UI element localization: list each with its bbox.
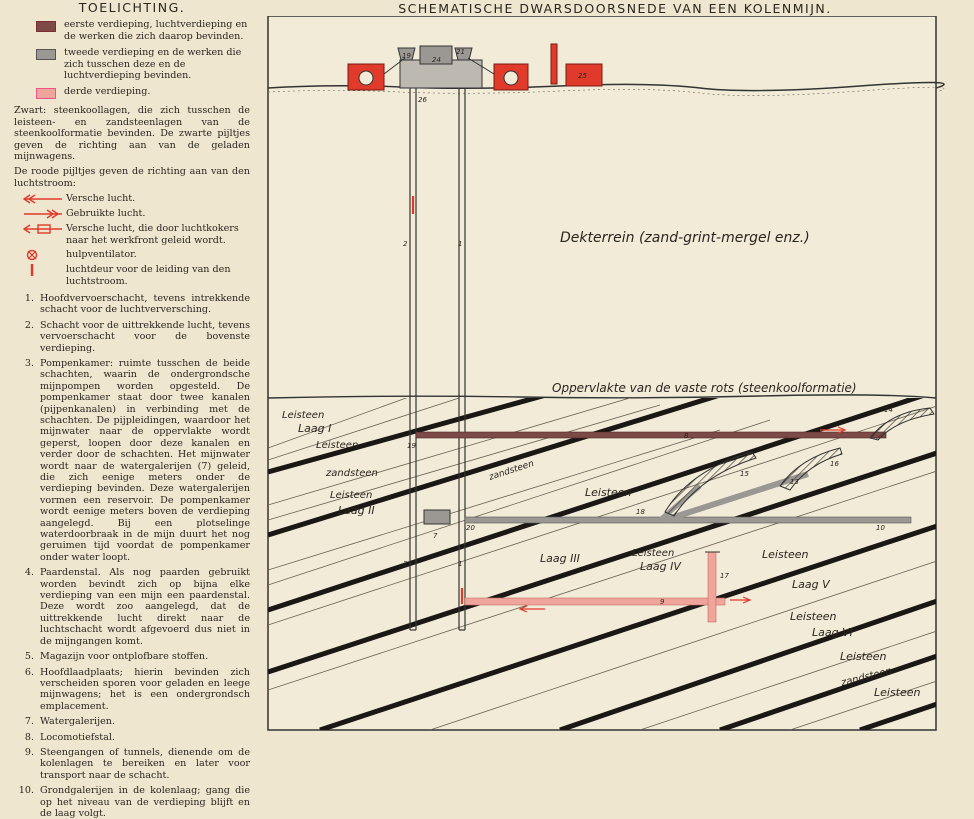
leisteen-label: Leisteen [316,440,358,451]
number-label: 17 [720,572,729,580]
laag5-label: Laag V [792,578,831,591]
legend-swatch-level2: tweede verdieping en de werken die zich … [14,47,250,81]
number-label: 14 [884,406,893,414]
list-item: 10.Grondgalerijen in de kolenlaag; gang … [14,785,250,819]
leisteen-label: Leisteen [282,410,324,421]
number-label: 1 [458,560,462,568]
number-label: 25 [578,72,587,80]
legend-panel: TOELICHTING. eerste verdieping, luchtver… [0,0,258,736]
zandsteen-label: zandsteen [325,468,378,479]
swatch-text: tweede verdieping en de werken die zich … [64,47,250,81]
list-item: 7.Watergalerijen. [14,716,250,727]
list-item: 1.Hoofdvervoerschacht, tevens intrekkend… [14,293,250,316]
laag1-label: Laag I [298,422,331,435]
fresh-air-arrow-icon [20,193,66,205]
number-label: 9 [660,598,665,606]
legend-swatch-level3: derde verdieping. [14,86,250,99]
number-label: 10 [876,524,885,532]
swatch-text: derde verdieping. [64,86,250,97]
legend-arrow-duct: Versche lucht, die door luchtkokers naar… [14,223,250,246]
fan-icon [20,249,66,261]
leisteen-label: Leisteen [632,548,674,559]
swatch-text: eerste verdieping, luchtverdieping en de… [64,19,250,42]
level2-gallery [465,517,911,523]
number-label: 16 [830,460,839,468]
list-item: 4.Paardenstal. Als nog paarden gebruikt … [14,567,250,647]
laag6-label: Laag VI [812,626,853,639]
number-label: 19 [402,52,411,60]
laag4-label: Laag IV [640,560,682,573]
number-label: 2 [403,560,408,568]
level2-swatch [36,49,56,60]
legend-air-door: luchtdeur voor de leiding van den luchts… [14,264,250,287]
number-label: 15 [740,470,749,478]
laag2-label: Laag II [338,504,375,517]
number-label: 19 [407,442,416,450]
mine-cross-section: Dekterrein (zand-grint-mergel enz.) Oppe… [260,16,974,736]
number-label: 18 [636,508,645,516]
number-label: 24 [432,56,441,64]
rock-surface-label: Oppervlakte van de vaste rots (steenkool… [552,381,857,395]
number-label: 8 [684,432,689,440]
number-label: 20 [466,524,475,532]
diagram-title: SCHEMATISCHE DWARSDOORSNEDE VAN EEN KOLE… [270,1,960,16]
winding-drum [504,71,518,85]
number-label: 26 [418,96,427,104]
level3-gallery [465,598,725,605]
leisteen-label: Leisteen [874,686,921,699]
arrow-text: Gebruikte lucht. [66,208,250,219]
number-label: 13 [790,478,799,486]
leisteen-label: Leisteen [840,650,887,663]
used-air-arrow-icon [20,208,66,220]
level1-swatch [36,21,56,32]
list-item: 3.Pompenkamer: ruimte tusschen de beide … [14,358,250,563]
level3-swatch [36,88,56,99]
number-label: 2 [403,240,408,248]
red-note: De roode pijltjes geven de richting aan … [14,166,250,189]
arrow-text: hulpventilator. [66,249,250,260]
number-label: 21 [456,48,465,56]
black-note: Zwart: steenkoollagen, die zich tusschen… [14,105,250,162]
arrow-text: Versche lucht. [66,193,250,204]
dekterrein-label: Dekterrein (zand-grint-mergel enz.) [560,230,810,246]
list-item: 5.Magazijn voor ontplofbare stoffen. [14,651,250,662]
winding-drum [359,71,373,85]
legend-arrow-used: Gebruikte lucht. [14,208,250,220]
level1-gallery [416,432,886,438]
arrow-text: Versche lucht, die door luchtkokers naar… [66,223,250,246]
leisteen-label: Leisteen [790,610,837,623]
air-door-icon [20,264,66,276]
legend-swatch-level1: eerste verdieping, luchtverdieping en de… [14,19,250,42]
list-item: 6.Hoofdlaadplaats; hierin bevinden zich … [14,667,250,713]
air-duct-arrow-icon [20,223,66,235]
legend-fan: hulpventilator. [14,249,250,261]
leisteen-label: Leisteen [762,548,809,561]
level3-raise [708,552,716,622]
laag3-label: Laag III [540,552,580,565]
list-item: 8.Locomotiefstal. [14,732,250,743]
list-item: 2.Schacht voor de uittrekkende lucht, te… [14,320,250,354]
stable-chamber [424,510,450,524]
legend-title: TOELICHTING. [14,2,250,13]
leisteen-label: Leisteen [585,486,632,499]
number-label: 7 [433,532,438,540]
numbered-list: 1.Hoofdvervoerschacht, tevens intrekkend… [14,293,250,819]
number-label: 1 [458,240,462,248]
chimney [551,44,557,84]
arrow-text: luchtdeur voor de leiding van den luchts… [66,264,250,287]
legend-arrow-fresh: Versche lucht. [14,193,250,205]
leisteen-label: Leisteen [330,490,372,501]
list-item: 9.Steengangen of tunnels, dienende om de… [14,747,250,781]
